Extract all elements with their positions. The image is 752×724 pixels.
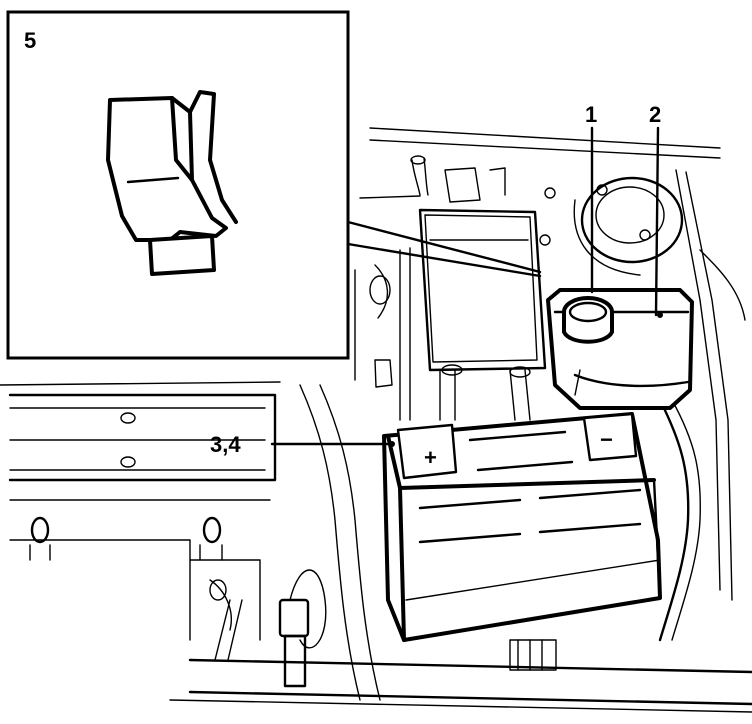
callouts	[270, 126, 660, 447]
callout-label-1: 1	[585, 102, 597, 127]
inset-detail-5	[6, 10, 542, 360]
callout-label-2: 2	[649, 102, 661, 127]
coolant-reservoir	[546, 288, 694, 410]
battery	[382, 412, 662, 642]
callout-label-3-4: 3,4	[210, 432, 241, 457]
callout-2-leader	[654, 126, 660, 317]
inset-label-5: 5	[24, 28, 36, 53]
callout-3-4-dot	[389, 441, 395, 447]
inset-leader-lower	[346, 242, 542, 278]
battery-minus-symbol: −	[600, 427, 613, 452]
engine-bay-background	[0, 127, 752, 713]
reservoir-marker-dot	[657, 312, 663, 318]
battery-plus-symbol: +	[424, 445, 437, 470]
inset-leader-upper	[346, 220, 542, 274]
